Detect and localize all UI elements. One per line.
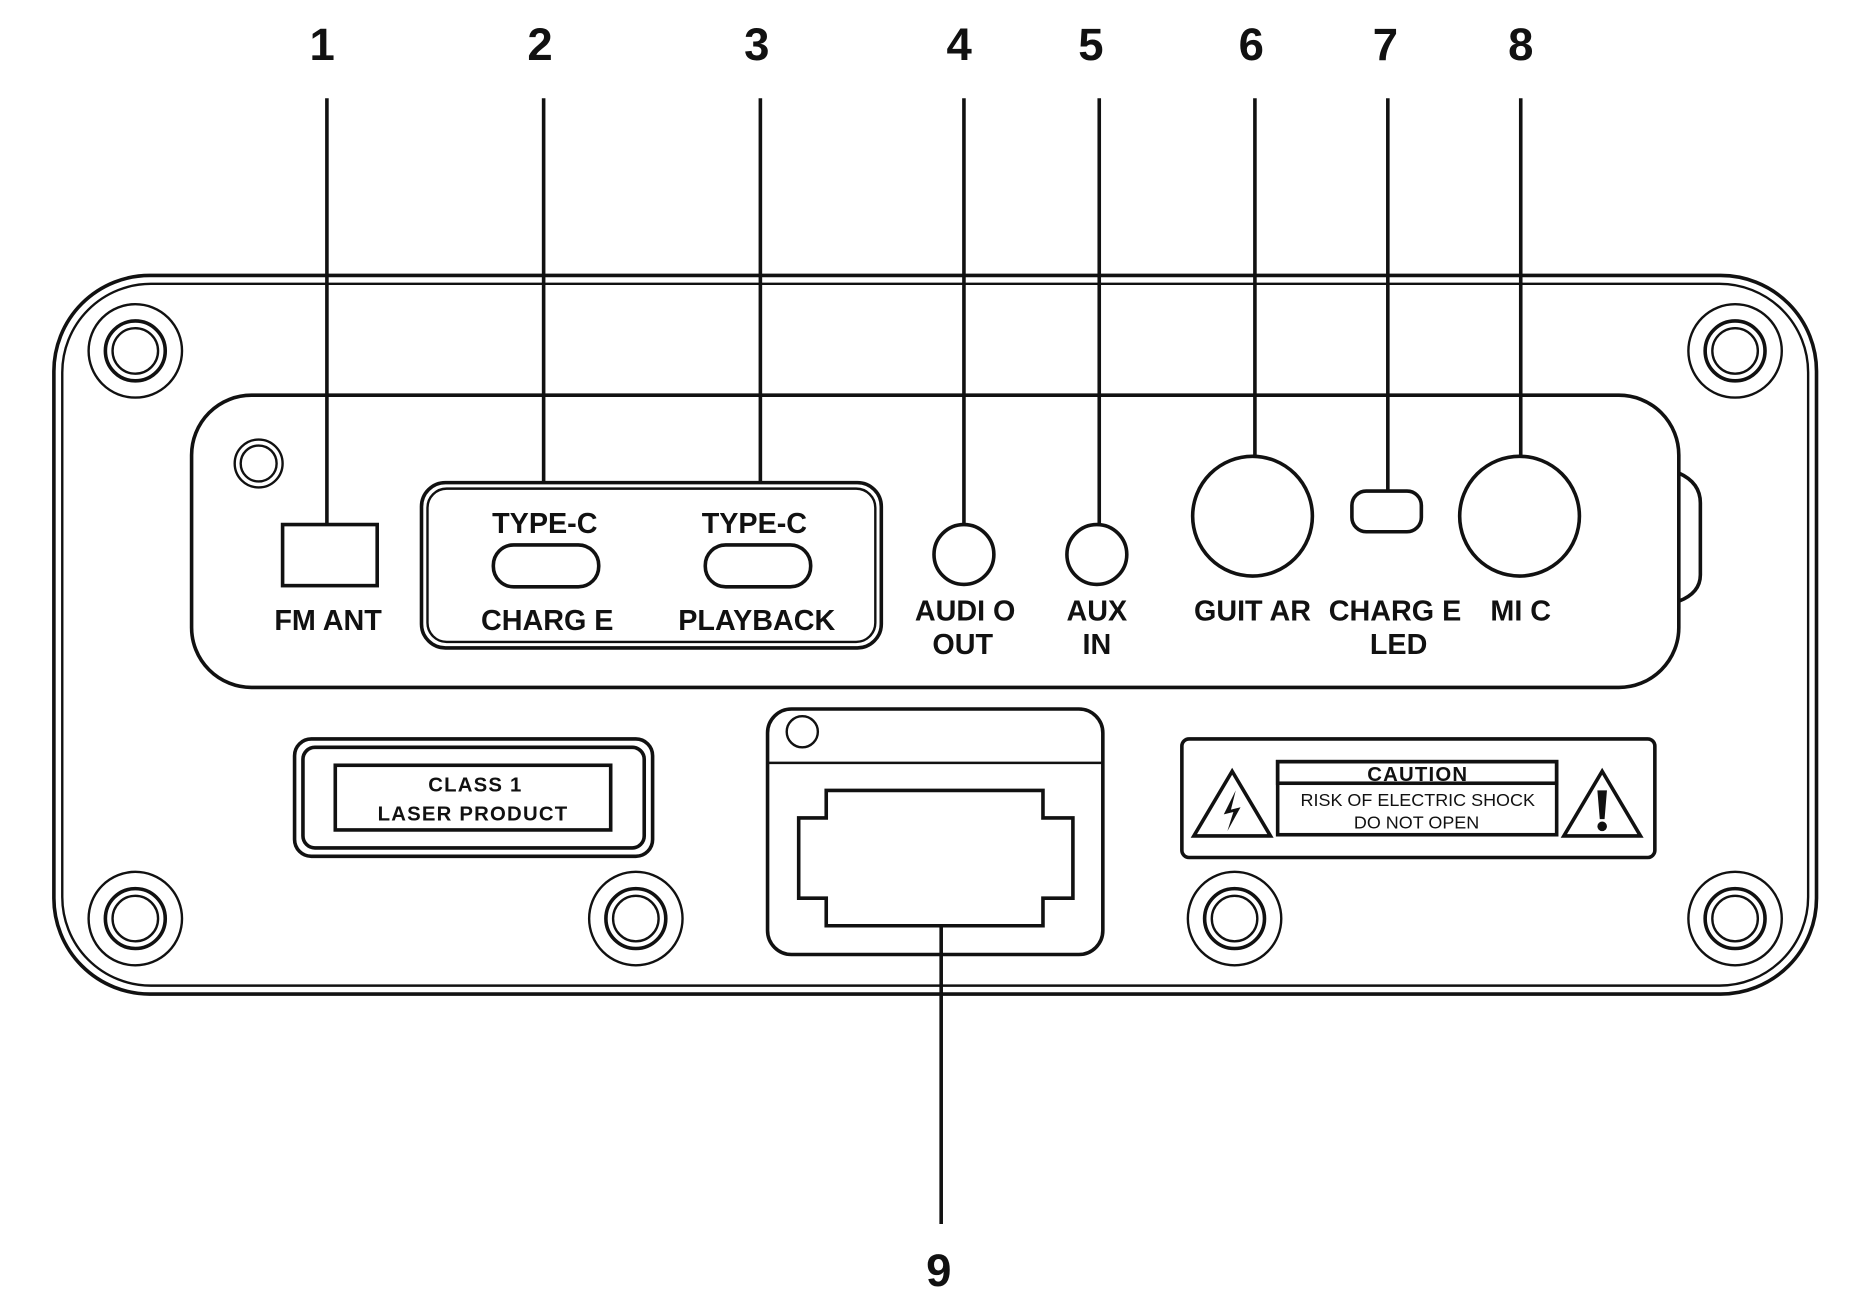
guitar-label: GUIT AR: [1194, 595, 1311, 627]
screw-icon: [87, 302, 184, 399]
type-c-playback-top-label: TYPE-C: [702, 508, 807, 540]
device-body: [52, 273, 1819, 996]
connector-panel: [189, 393, 1681, 690]
callout-number-9: 9: [926, 1245, 951, 1296]
callout-number-8: 8: [1508, 19, 1533, 70]
callout-number-4: 4: [946, 19, 972, 70]
charge-label: CHARG E: [481, 605, 614, 637]
aux-in-jack: [1065, 522, 1129, 587]
audio-out-label-2: OUT: [932, 629, 993, 661]
svg-text:RISK OF ELECTRIC SHOCK: RISK OF ELECTRIC SHOCK: [1301, 790, 1535, 810]
callout-number-3: 3: [744, 19, 769, 70]
screw-icon: [587, 870, 684, 967]
type-c-playback-port: [703, 543, 813, 589]
charge-led-label: CHARG E: [1329, 595, 1462, 627]
svg-text:CAUTION: CAUTION: [1367, 764, 1468, 786]
screw-icon: [1687, 870, 1783, 967]
screw-icon: [1186, 870, 1283, 967]
screw-icon: [87, 870, 184, 967]
callout-number-1: 1: [309, 19, 334, 70]
mic-label: MI C: [1490, 595, 1551, 627]
svg-text:CLASS 1: CLASS 1: [428, 775, 522, 797]
callout-leader-lines: [325, 98, 1523, 1224]
svg-text:LASER PRODUCT: LASER PRODUCT: [378, 803, 569, 825]
laser-product-label: CLASS 1 LASER PRODUCT: [292, 737, 655, 859]
type-c-charge-top-label: TYPE-C: [492, 508, 597, 540]
callout-number-6: 6: [1239, 19, 1264, 70]
playback-label: PLAYBACK: [678, 605, 835, 637]
electric-shock-warning-icon: [1190, 767, 1274, 838]
aux-label: AUX: [1067, 595, 1128, 627]
svg-text:DO NOT OPEN: DO NOT OPEN: [1354, 813, 1479, 833]
aux-label-2: IN: [1082, 629, 1111, 661]
fm-ant-label: FM ANT: [274, 605, 382, 637]
callout-number-2: 2: [527, 19, 552, 70]
charge-led: [1350, 489, 1424, 534]
callout-number-7: 7: [1373, 19, 1398, 70]
mic-jack: [1457, 454, 1582, 578]
guitar-jack: [1190, 454, 1315, 578]
fm-antenna-port: [280, 522, 379, 588]
battery-compartment: [765, 707, 1105, 957]
callout-number-5: 5: [1078, 19, 1103, 70]
audio-out-label: AUDI O: [915, 595, 1016, 627]
exclamation-warning-icon: [1560, 767, 1644, 838]
audio-out-jack: [932, 522, 996, 587]
charge-led-label-2: LED: [1370, 629, 1427, 661]
caution-label: CAUTION RISK OF ELECTRIC SHOCK DO NOT OP…: [1180, 737, 1657, 860]
type-c-charge-port: [491, 543, 601, 589]
screw-icon: [1687, 302, 1783, 399]
